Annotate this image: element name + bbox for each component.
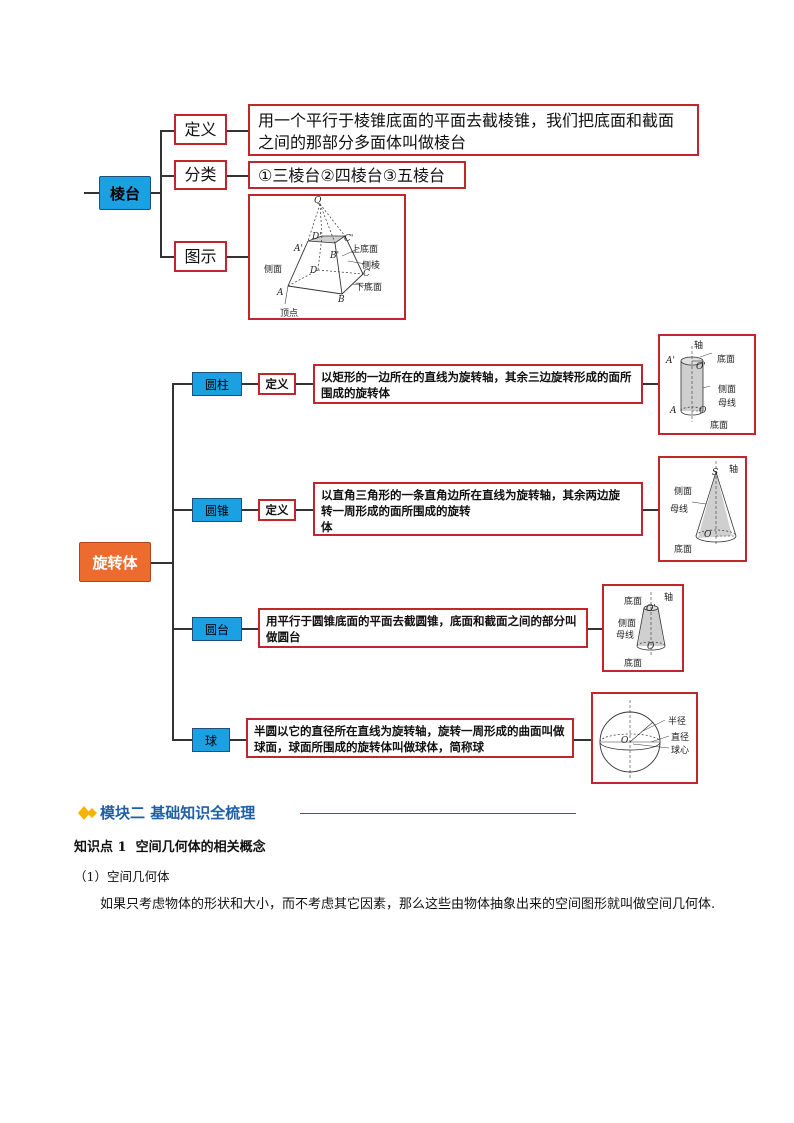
cylinder-tag: 定义 bbox=[258, 373, 296, 395]
tag-definition: 定义 bbox=[174, 114, 227, 145]
cone-tag: 定义 bbox=[258, 499, 296, 521]
sphere-figure: 半径 O 直径 球心 bbox=[591, 692, 698, 784]
sphere-node: 球 bbox=[192, 728, 230, 752]
diamond-bullet-icon bbox=[78, 806, 97, 820]
lengtai-node: 棱台 bbox=[99, 176, 151, 210]
cone-svg bbox=[691, 461, 737, 546]
section-heading: 模块二 基础知识全梳理 bbox=[78, 802, 578, 824]
xuanzhuanti-node: 旋转体 bbox=[79, 542, 151, 582]
cylinder-svg bbox=[680, 346, 713, 422]
frustum-pyramid-figure: Q D' C' 上底面 A' B' 侧棱 侧面 D C 下底面 A B 顶点 bbox=[248, 194, 406, 320]
section-heading-text: 模块二 基础知识全梳理 bbox=[100, 804, 256, 822]
classification-text: ①三棱台②四棱台③五棱台 bbox=[248, 161, 466, 189]
cone-node: 圆锥 bbox=[192, 498, 242, 522]
tag-classification: 分类 bbox=[174, 160, 227, 190]
frustum-node: 圆台 bbox=[192, 617, 242, 641]
definition-text: 用一个平行于棱锥底面的平面去截棱锥，我们把底面和截面之间的那部分多面体叫做棱台 bbox=[248, 104, 699, 156]
frustum-svg bbox=[636, 592, 666, 656]
sphere-svg bbox=[599, 700, 670, 780]
tag-diagram: 图示 bbox=[174, 241, 227, 272]
cylinder-figure: 轴 A' O' 底面 侧面 母线 A O 底面 bbox=[658, 334, 756, 435]
cylinder-definition: 以矩形的一边所在的直线为旋转轴，其余三边旋转形成的面所围成的旋转体 bbox=[313, 364, 643, 404]
cone-definition: 以直角三角形的一条直角边所在直线为旋转轴，其余两边旋 转一周形成的面所围成的旋转… bbox=[313, 482, 643, 536]
paragraph: 如果只考虑物体的形状和大小，而不考虑其它因素，那么这些由物体抽象出来的空间图形就… bbox=[100, 897, 716, 912]
frustum-pyramid-svg bbox=[284, 203, 371, 305]
knowledge-point-title: 知识点 1 空间几何体的相关概念 bbox=[74, 840, 266, 855]
cone-figure: 轴 S 侧面 母线 O 底面 bbox=[658, 456, 747, 562]
frustum-definition: 用平行于圆锥底面的平面去截圆锥，底面和截面之间的部分叫做圆台 bbox=[258, 608, 588, 648]
sub-title: （1）空间几何体 bbox=[74, 869, 170, 884]
sphere-definition: 半圆以它的直径所在直线为旋转轴，旋转一周形成的曲面叫做球面，球面所围成的旋转体叫… bbox=[246, 718, 574, 758]
frustum-figure: 轴 底面 O' 侧面 母线 O 底面 bbox=[602, 584, 684, 672]
cylinder-node: 圆柱 bbox=[192, 372, 242, 396]
